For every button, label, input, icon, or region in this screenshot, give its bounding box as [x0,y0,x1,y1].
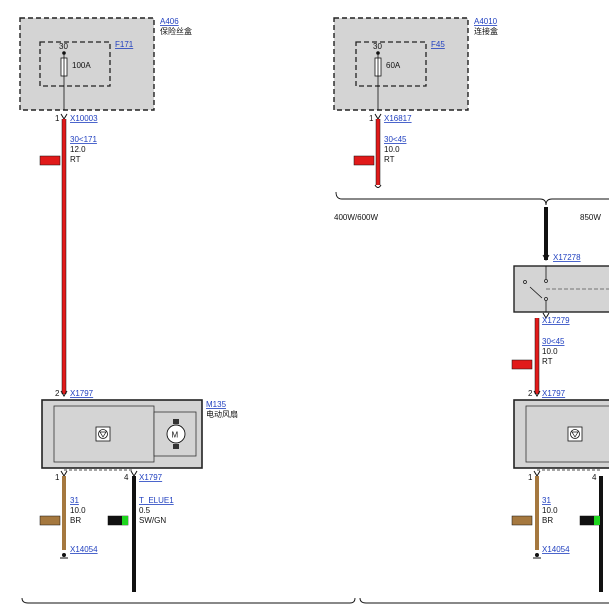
fuse-terminal-dot [62,51,66,55]
ground-pin: 1 [55,473,60,482]
connector-pin: 1 [55,114,60,123]
wire-color-swatch-red [39,155,61,166]
connector-x10003-link[interactable]: X10003 [70,114,98,123]
fan-controller [53,405,155,463]
connector-chevron-icon [533,470,541,477]
bottom-bracket [21,597,356,604]
box-desc: 连接盒 [474,26,498,36]
connector-chevron-icon [60,113,68,120]
signal-color: SW/GN [139,516,166,525]
fan-controller [525,405,609,463]
box-id-link[interactable]: A4010 [474,17,498,26]
connector-chevron-icon [130,470,138,477]
signal-pin: 4 [592,473,597,482]
wire-color-swatch-red [353,155,375,166]
fuse-box-id-link[interactable]: A406 [160,17,179,26]
fan-connector-pin: 2 [528,389,533,398]
ground-pin: 1 [528,473,533,482]
right-circuit: A4010 连接盒 F45 30 60A 1 X16817 30<45 10.0… [333,17,609,604]
fuse-id-link[interactable]: F171 [115,40,134,49]
connector-chevron-icon [542,254,550,261]
swatch-green-stripe [594,516,600,525]
variant-brace [335,191,609,206]
motor-icon [166,424,186,444]
connector-x1797-link[interactable]: X1797 [542,389,566,398]
controller-icon-circle [98,429,108,439]
ground-color: BR [70,516,81,525]
ground-connector-link[interactable]: X14054 [70,545,98,554]
wire-circuit-link[interactable]: 30<171 [70,135,97,144]
connector-chevron-icon [60,390,68,397]
ground-gauge: 10.0 [542,506,558,515]
ground-point-icon [62,553,66,557]
relay-contact-dot [544,279,548,283]
wire-color: RT [70,155,81,164]
motor-brush-top [173,419,179,424]
wire-gauge: 10.0 [384,145,400,154]
wire-gauge: 12.0 [70,145,86,154]
connector-x16817-link[interactable]: X16817 [384,114,412,123]
connector-x17278-link[interactable]: X17278 [553,253,581,262]
connector-chevron-icon [533,390,541,397]
connector-chevron-icon [60,470,68,477]
motor-icon-letter: M [172,431,179,440]
wire-color-swatch-brown [511,515,533,526]
fuse-pin-label: 30 [59,42,68,51]
signal-pin: 4 [124,473,129,482]
wire-circuit-link[interactable]: 30<45 [384,135,407,144]
controller-icon [95,426,111,442]
swatch-green-stripe [122,516,128,525]
ground-point-icon [535,553,539,557]
ground-circuit-link[interactable]: 31 [542,496,551,505]
controller-icon-mark [571,431,579,438]
fuse-terminal-dot [376,51,380,55]
connector-x1797-signal-link[interactable]: X1797 [139,473,163,482]
wire-color: RT [542,357,553,366]
variant-label-a: 400W/600W [334,213,378,222]
fuse-rating: 60A [386,61,401,70]
connector-chevron-icon [542,312,550,319]
wire-gauge: 10.0 [542,347,558,356]
relay-contact-dot [544,297,548,301]
variant-label-b: 850W [580,213,601,222]
fuse-area-f45 [355,41,427,87]
ground-gauge: 10.0 [70,506,86,515]
bottom-bracket [359,597,609,604]
controller-icon-circle [570,429,580,439]
fuse-box-desc: 保险丝盒 [160,26,192,36]
fan-id-link[interactable]: M135 [206,400,227,409]
fuse-f45-link[interactable]: F45 [431,40,445,49]
wire-color-swatch-red [511,359,533,370]
connector-pin: 1 [369,114,374,123]
ground-connector-link[interactable]: X14054 [542,545,570,554]
wire-color-swatch-brown [39,515,61,526]
wire-circuit-link[interactable]: 30<45 [542,337,565,346]
connector-chevron-icon [374,113,382,120]
fuse-rating: 100A [72,61,91,70]
relay-contact-dot [523,280,527,284]
relay-switch-icon [529,286,543,299]
controller-icon [567,426,583,442]
connector-x17279-link[interactable]: X17279 [542,316,570,325]
signal-circuit-link[interactable]: T_ELUE1 [139,496,174,505]
fan-desc: 电动风扇 [206,409,238,419]
motor-brush-bottom [173,444,179,449]
left-circuit: A406 保险丝盒 F171 30 100A 1 X10003 30<171 1… [19,17,356,604]
wire-break-icon [374,184,382,188]
connector-x1797-link[interactable]: X1797 [70,389,94,398]
controller-icon-mark [99,431,107,438]
fan-connector-pin: 2 [55,389,60,398]
signal-gauge: 0.5 [139,506,151,515]
wire-color: RT [384,155,395,164]
ground-color: BR [542,516,553,525]
fuse-area-f171 [39,41,111,87]
fuse-pin-label: 30 [373,42,382,51]
ground-circuit-link[interactable]: 31 [70,496,79,505]
